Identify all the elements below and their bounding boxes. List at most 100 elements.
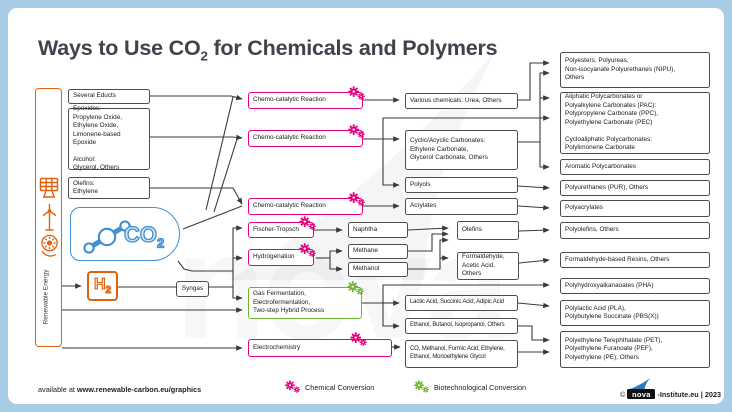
chemical-box-formaldehyde: Formaldehyde, Acetic Acid, Others (457, 252, 519, 280)
legend-label: Chemical Conversion (305, 382, 375, 392)
nova-sail-icon (629, 378, 653, 389)
reaction-label: Fischer-Tropsch (253, 225, 299, 233)
intermediate-box-naphtha: Naphtha (348, 222, 408, 238)
polymer-box-formaldehyde-resins: Formaldehyde-based Resins, Others (560, 252, 710, 268)
gears-icon (348, 124, 365, 138)
intermediate-box-methane: Methane (348, 244, 408, 259)
intermediate-label: Naphtha (353, 225, 378, 233)
bioenergy-icon (41, 234, 58, 257)
chemical-label: Cyclic/Acyclic Carbonates: Ethylene Carb… (410, 137, 488, 162)
polymer-box-polyacrylates: Polyacrylates (560, 200, 710, 217)
intermediate-box-methanol: Methanol (348, 262, 408, 277)
polymer-label: Polyurethanes (PUR), Others (565, 183, 649, 191)
title-text-suffix: for Chemicals and Polymers (207, 36, 498, 60)
chemical-label: Olefins (462, 226, 482, 234)
polymer-box-pha: Polyhydroxyalkanaoates (PHA) (560, 278, 710, 294)
chemical-label: Polyols (410, 180, 431, 188)
educt-box-epoxides-alcohol: Epoxides: Propylene Oxide, Ethylene Oxid… (68, 105, 150, 172)
legend-chemical-conversion: Chemical Conversion (284, 380, 374, 394)
polymer-box-polyurethanes: Polyurethanes (PUR), Others (560, 180, 710, 196)
reaction-box-fischer-tropsch: Fischer-Tropsch (248, 216, 316, 238)
chemical-box-acids: Lactic Acid, Succinic Acid, Adipic Acid (405, 295, 518, 311)
polymer-box-aliphatic-polycarbonates: Aliphatic Polycarbonates or Polyalkylene… (560, 92, 710, 154)
educt-label: Epoxides: Propylene Oxide, Ethylene Oxid… (73, 105, 123, 172)
polymer-box-pet-pef-pe: Polyethylene Terephthalate (PET), Polyet… (560, 331, 710, 368)
reaction-box-electrochemistry: Electrochemistry (248, 332, 392, 357)
availability-prefix: available at (38, 385, 75, 394)
copyright-symbol: © (620, 390, 626, 399)
chemical-label: Formaldehyde, Acetic Acid, Others (462, 253, 505, 278)
polymer-label: Polyethylene Terephthalate (PET), Polyet… (565, 336, 663, 361)
co2-text: CO (123, 221, 157, 247)
reaction-label: Hydrogenation (253, 253, 295, 261)
h2-text: H (93, 275, 106, 293)
renewable-energy-label: Renewable Energy (42, 269, 50, 325)
institute-suffix: -Institute.eu | 2023 (657, 390, 722, 399)
gears-icon (347, 281, 364, 295)
chemical-label: Various chemicals: Urea, Others (410, 96, 502, 104)
syngas-box: Syngas (176, 281, 209, 297)
legend-label: Biotechnological Conversion (434, 382, 527, 392)
polymer-label: Polyesters, Polyureas, Non-isocyanate Po… (565, 57, 676, 82)
reaction-box-chemo-catalytic-2: Chemo-catalytic Reaction (248, 124, 365, 147)
polymer-box-polyolefins: Polyolefins, Others (560, 222, 710, 239)
educt-label: Several Educts (73, 92, 116, 100)
solar-panel-icon (39, 177, 59, 198)
educt-box-olefins: Olefins: Ethylene (68, 177, 150, 199)
polymer-box-aromatic-polycarbonates: Aromatic Polycarbonates (560, 159, 710, 175)
chemical-box-carbonates: Cyclic/Acyclic Carbonates: Ethylene Carb… (405, 130, 518, 170)
h2-source-box: H2 (87, 271, 118, 301)
intermediate-label: Methane (353, 247, 378, 255)
gears-icon (299, 216, 316, 230)
reaction-label: Electrochemistry (253, 343, 301, 351)
h2-label: H2 (93, 275, 111, 296)
reaction-label: Chemo-catalytic Reaction (253, 96, 326, 104)
molecule-icon (83, 220, 131, 254)
intermediate-label: Methanol (353, 265, 380, 273)
gears-icon (350, 332, 367, 346)
chemical-label: Acrylates (410, 202, 437, 210)
polymer-label: Formaldehyde-based Resins, Others (565, 255, 670, 263)
co2-subscript: 2 (156, 235, 165, 251)
chemical-box-alcohols: Ethanol, Butanol, Isopropanol, Others (405, 318, 518, 334)
syngas-label: Syngas (181, 284, 204, 292)
polymer-label: Aromatic Polycarbonates (565, 162, 637, 170)
gears-icon (348, 86, 365, 100)
reaction-box-gas-fermentation: Gas Fermentation, Electrofermentation, T… (248, 281, 364, 319)
wind-turbine-icon (42, 204, 57, 231)
reaction-label: Chemo-catalytic Reaction (253, 134, 326, 142)
polymer-box-polyesters: Polyesters, Polyureas, Non-isocyanate Po… (560, 52, 710, 88)
page-title: Ways to Use CO2 for Chemicals and Polyme… (38, 36, 498, 64)
publisher-branding: © nova -Institute.eu | 2023 (620, 378, 721, 399)
chemical-box-olefins: Olefins (457, 221, 519, 240)
chemical-box-various-urea: Various chemicals: Urea, Others (405, 93, 518, 109)
chemical-box-co-products: CO, Methanol, Formic Acid, Ethylene, Eth… (405, 340, 518, 368)
reaction-box-chemo-catalytic-1: Chemo-catalytic Reaction (248, 86, 365, 109)
educt-label: Olefins: Ethylene (73, 179, 98, 195)
gears-icon (414, 380, 429, 393)
availability-url: www.renewable-carbon.eu/graphics (76, 385, 202, 394)
polymer-label: Polylactic Acid (PLA), Polybutylene Succ… (565, 304, 659, 320)
polymer-label: Aliphatic Polycarbonates or Polyalkylene… (565, 93, 659, 152)
reaction-label: Gas Fermentation, Electrofermentation, T… (253, 290, 325, 315)
polymer-label: Polyacrylates (565, 204, 604, 212)
chemical-label: Ethanol, Butanol, Isopropanol, Others (410, 322, 505, 329)
nova-logo: nova (627, 378, 656, 399)
availability-note: available at www.renewable-carbon.eu/gra… (38, 385, 201, 394)
chemical-label: Lactic Acid, Succinic Acid, Adipic Acid (410, 299, 504, 306)
gears-icon (299, 243, 316, 257)
title-text: Ways to Use CO (38, 36, 201, 60)
gears-icon (348, 192, 365, 206)
nova-wordmark: nova (627, 389, 656, 399)
reaction-box-chemo-catalytic-3: Chemo-catalytic Reaction (248, 192, 365, 215)
flow-arrows (62, 60, 550, 355)
gears-icon (285, 380, 300, 393)
reaction-label: Chemo-catalytic Reaction (253, 202, 326, 210)
title-subscript: 2 (200, 48, 208, 64)
reaction-box-hydrogenation: Hydrogenation (248, 243, 316, 266)
polymer-label: Polyolefins, Others (565, 226, 619, 234)
educt-box-several-educts: Several Educts (68, 89, 150, 104)
chemical-label: CO, Methanol, Formic Acid, Ethylene, Eth… (410, 346, 505, 360)
polymer-label: Polyhydroxyalkanaoates (PHA) (565, 281, 654, 289)
